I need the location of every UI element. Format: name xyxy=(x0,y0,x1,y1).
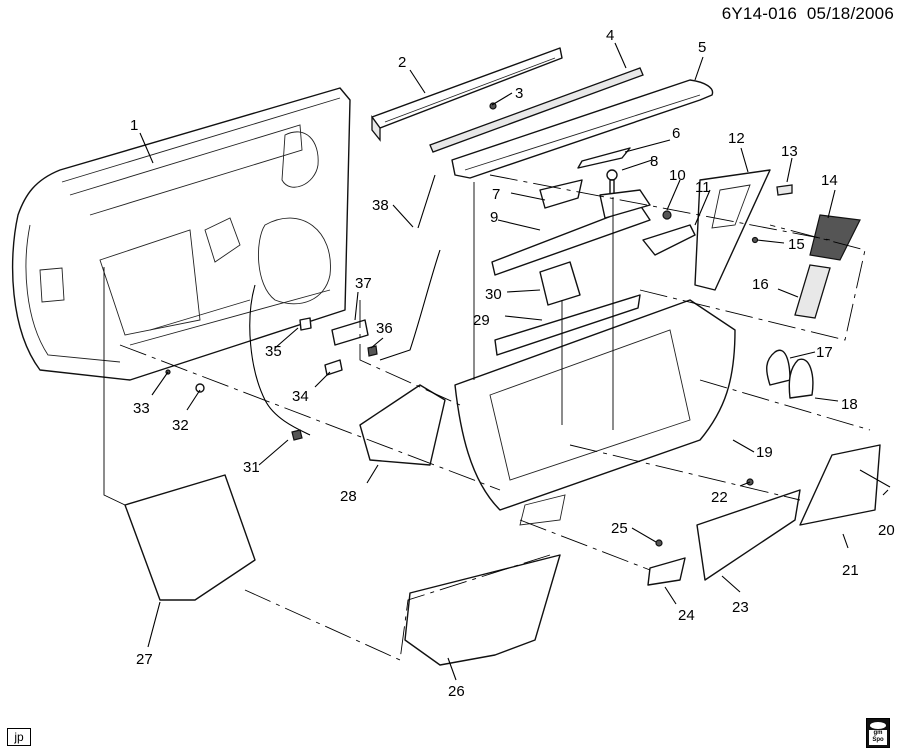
callout-28: 28 xyxy=(340,488,357,505)
part-36-clip xyxy=(367,345,378,357)
part-9-armrest-cap xyxy=(599,189,651,219)
callout-2: 2 xyxy=(398,54,406,71)
callout-17: 17 xyxy=(816,344,833,361)
part-25-screw xyxy=(655,539,663,547)
callout-36: 36 xyxy=(376,320,393,337)
part-3-fastener xyxy=(489,102,497,110)
callout-1: 1 xyxy=(130,117,138,134)
callout-14: 14 xyxy=(821,172,838,189)
callout-23: 23 xyxy=(732,599,749,616)
callout-37: 37 xyxy=(355,275,372,292)
callout-25: 25 xyxy=(611,520,628,537)
callout-9: 9 xyxy=(490,209,498,226)
initials-badge: jp xyxy=(7,728,31,746)
callout-22: 22 xyxy=(711,489,728,506)
part-8-bolt xyxy=(606,169,618,196)
callout-38: 38 xyxy=(372,197,389,214)
callout-12: 12 xyxy=(728,130,745,147)
part-37-bracket xyxy=(331,319,369,346)
part-34-bolt xyxy=(324,359,343,376)
part-1-door-frame xyxy=(11,87,351,381)
diagram-date: 05/18/2006 xyxy=(806,4,894,23)
callout-6: 6 xyxy=(672,125,680,142)
part-11-cover xyxy=(642,224,696,256)
callout-30: 30 xyxy=(485,286,502,303)
diagram-id: 6Y14-016 xyxy=(721,4,798,23)
part-2-upper-channel xyxy=(371,47,563,142)
callout-24: 24 xyxy=(678,607,695,624)
callout-10: 10 xyxy=(669,167,686,184)
callout-35: 35 xyxy=(265,343,282,360)
callout-8: 8 xyxy=(650,153,658,170)
part-29-bracket xyxy=(494,294,641,356)
callout-21: 21 xyxy=(842,562,859,579)
callout-26: 26 xyxy=(448,683,465,700)
logo-oval xyxy=(870,722,886,729)
part-35-fastener xyxy=(299,317,312,331)
callout-19: 19 xyxy=(756,444,773,461)
part-17-ring xyxy=(766,349,791,386)
part-24-handle xyxy=(647,557,686,586)
diagram-header: 6Y14-016 05/18/2006 xyxy=(722,4,894,24)
callout-labels: 1 2 3 4 5 6 7 8 9 10 11 12 13 14 15 16 1… xyxy=(130,27,895,700)
part-10-nut xyxy=(662,210,672,220)
part-30-reflector xyxy=(539,261,581,306)
part-15-screw xyxy=(751,236,759,244)
callout-7: 7 xyxy=(492,186,500,203)
callout-11: 11 xyxy=(695,179,711,196)
callout-3: 3 xyxy=(515,85,523,102)
callout-33: 33 xyxy=(133,400,150,417)
callout-31: 31 xyxy=(243,459,260,476)
callout-27: 27 xyxy=(136,651,153,668)
part-38-rod xyxy=(417,174,436,229)
part-16-switch xyxy=(794,264,831,319)
callout-32: 32 xyxy=(172,417,189,434)
callout-20: 20 xyxy=(878,522,895,539)
callout-16: 16 xyxy=(752,276,769,293)
part-31-connector xyxy=(291,429,303,441)
part-12-switch-bezel xyxy=(694,169,771,291)
callout-leaders xyxy=(139,42,889,681)
part-28-module xyxy=(359,384,446,466)
part-20-rod xyxy=(859,469,891,488)
part-18-ring xyxy=(788,358,814,399)
part-26-water-deflector xyxy=(404,554,561,666)
callout-15: 15 xyxy=(788,236,805,253)
part-19-door-trim-panel xyxy=(454,299,736,526)
callout-13: 13 xyxy=(781,143,798,160)
part-23-storage-pocket xyxy=(696,489,801,581)
part-27-insulator xyxy=(124,474,256,601)
wire-harness-upper xyxy=(379,249,441,361)
part-7-bezel xyxy=(539,179,583,209)
gm-spo-logo-icon: gm Spo xyxy=(866,718,890,748)
part-21-speaker-grille xyxy=(799,444,881,526)
part-32-push-pin xyxy=(195,383,205,393)
part-5-belt-molding xyxy=(451,79,714,179)
part-4-weatherstrip xyxy=(429,67,644,153)
callout-5: 5 xyxy=(698,39,706,56)
part-6-pad xyxy=(577,147,631,169)
callout-29: 29 xyxy=(473,312,490,329)
part-13-clip xyxy=(776,184,793,196)
logo-text: gm Spo xyxy=(869,730,887,745)
guide-lines xyxy=(103,174,871,661)
wire-harness xyxy=(249,284,311,436)
callout-4: 4 xyxy=(606,27,614,44)
callout-34: 34 xyxy=(292,388,309,405)
callout-18: 18 xyxy=(841,396,858,413)
part-14-switch xyxy=(809,214,861,261)
part-9-armrest xyxy=(491,204,651,276)
